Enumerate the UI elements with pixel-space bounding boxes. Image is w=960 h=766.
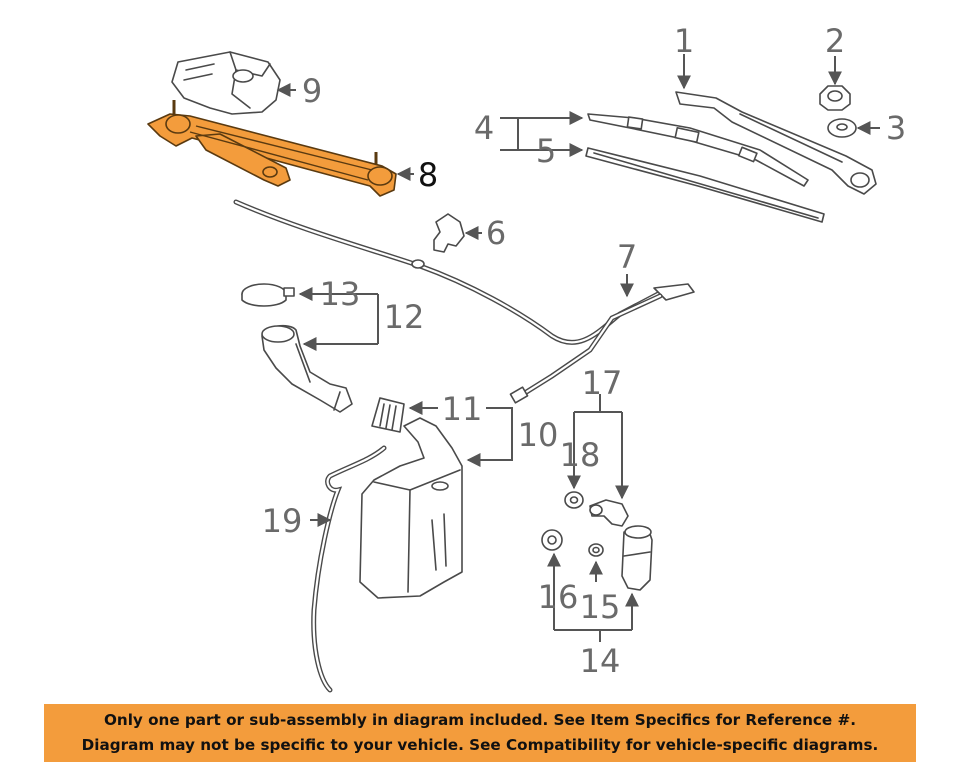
callout-11: 11 [442,390,483,428]
nozzle-hose-part [509,283,695,404]
callout-15: 15 [580,588,621,626]
wiper-linkage-part [147,100,397,197]
disclaimer-line-2: Diagram may not be specific to your vehi… [81,736,879,754]
callout-9: 9 [302,72,322,110]
washer-reservoir-part [359,417,463,599]
callout-8: 8 [418,156,438,194]
grommet-part [564,491,584,509]
leader-lines [276,54,880,642]
blade-insert-part [585,147,825,223]
reservoir-hose-part [311,445,387,693]
seal-ring-part [588,543,604,557]
callout-1: 1 [674,22,694,60]
callout-5: 5 [536,132,556,170]
washer-pump-part [621,525,653,591]
filler-neck-part [261,324,353,413]
wiper-arm-part [675,91,877,195]
callout-2: 2 [825,22,845,60]
connector-part [589,499,629,527]
callout-12: 12 [384,298,425,336]
callout-19: 19 [262,502,303,540]
disclaimer-banner: Only one part or sub-assembly in diagram… [44,704,916,762]
callout-18: 18 [560,436,601,474]
callout-3: 3 [886,109,906,147]
callout-17: 17 [582,364,623,402]
callout-10: 10 [518,416,559,454]
callout-labels: 1 2 3 4 5 6 7 8 9 10 11 12 13 14 15 16 1… [262,22,907,680]
wiper-motor-part [171,51,281,115]
pump-grommet-part [541,529,563,551]
nut-part [819,85,851,111]
callout-6: 6 [486,214,506,252]
disclaimer-line-1: Only one part or sub-assembly in diagram… [103,711,857,729]
callout-13: 13 [320,275,361,313]
wiper-blade-part [587,113,809,187]
cap-part [827,118,857,138]
callout-14: 14 [580,642,621,680]
seal-part [371,397,405,433]
clip-part [433,213,465,253]
washer-hose-part [233,199,665,345]
callout-7: 7 [617,238,637,276]
reservoir-cap-part [241,283,295,307]
callout-4: 4 [474,109,494,147]
callout-16: 16 [538,578,579,616]
